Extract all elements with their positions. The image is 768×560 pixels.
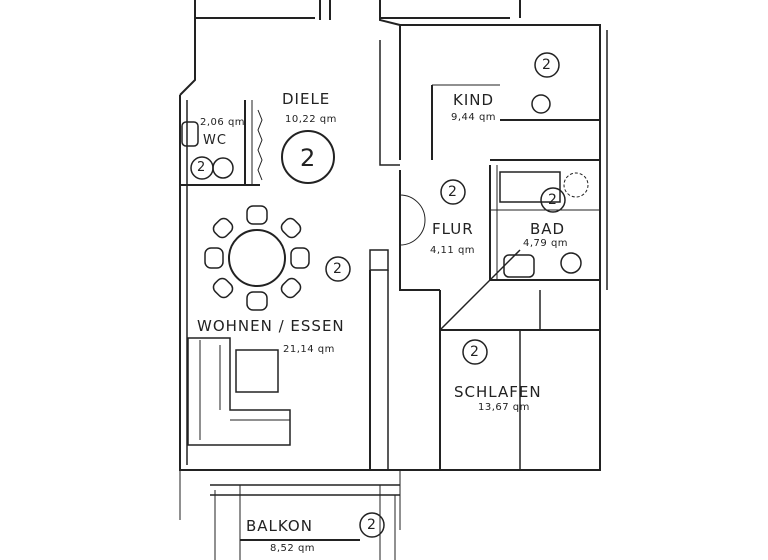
room-area-wohnen-essen: 21,14 qm	[283, 344, 335, 355]
room-area-schlafen: 13,67 qm	[478, 402, 530, 413]
room-area-diele: 10,22 qm	[285, 114, 337, 125]
room-area-flur: 4,11 qm	[430, 245, 476, 256]
room-marker-bad: 2	[548, 192, 557, 208]
room-marker-wohnen: 2	[333, 261, 342, 277]
room-marker-kind: 2	[542, 57, 551, 73]
room-area-balkon: 8,52 qm	[270, 543, 316, 554]
room-area-bad: 4,79 qm	[523, 238, 569, 249]
room-name-diele: DIELE	[282, 90, 331, 108]
room-marker-balkon: 2	[367, 517, 376, 533]
room-name-balkon: BALKON	[246, 517, 313, 535]
room-name-flur: FLUR	[432, 220, 474, 238]
room-name-schlafen: SCHLAFEN	[454, 383, 542, 401]
room-name-bad: BAD	[530, 220, 566, 238]
room-marker-diele: 2	[300, 144, 316, 172]
room-name-wc: WC	[203, 133, 227, 148]
room-marker-flur: 2	[448, 184, 457, 200]
room-area-kind: 9,44 qm	[451, 112, 497, 123]
room-name-kind: KIND	[453, 91, 495, 109]
room-area-wc: 2,06 qm	[200, 117, 246, 128]
room-marker-wc: 2	[197, 160, 206, 175]
room-marker-schlafen: 2	[470, 344, 479, 360]
room-name-wohnen-essen: WOHNEN / ESSEN	[197, 317, 345, 335]
